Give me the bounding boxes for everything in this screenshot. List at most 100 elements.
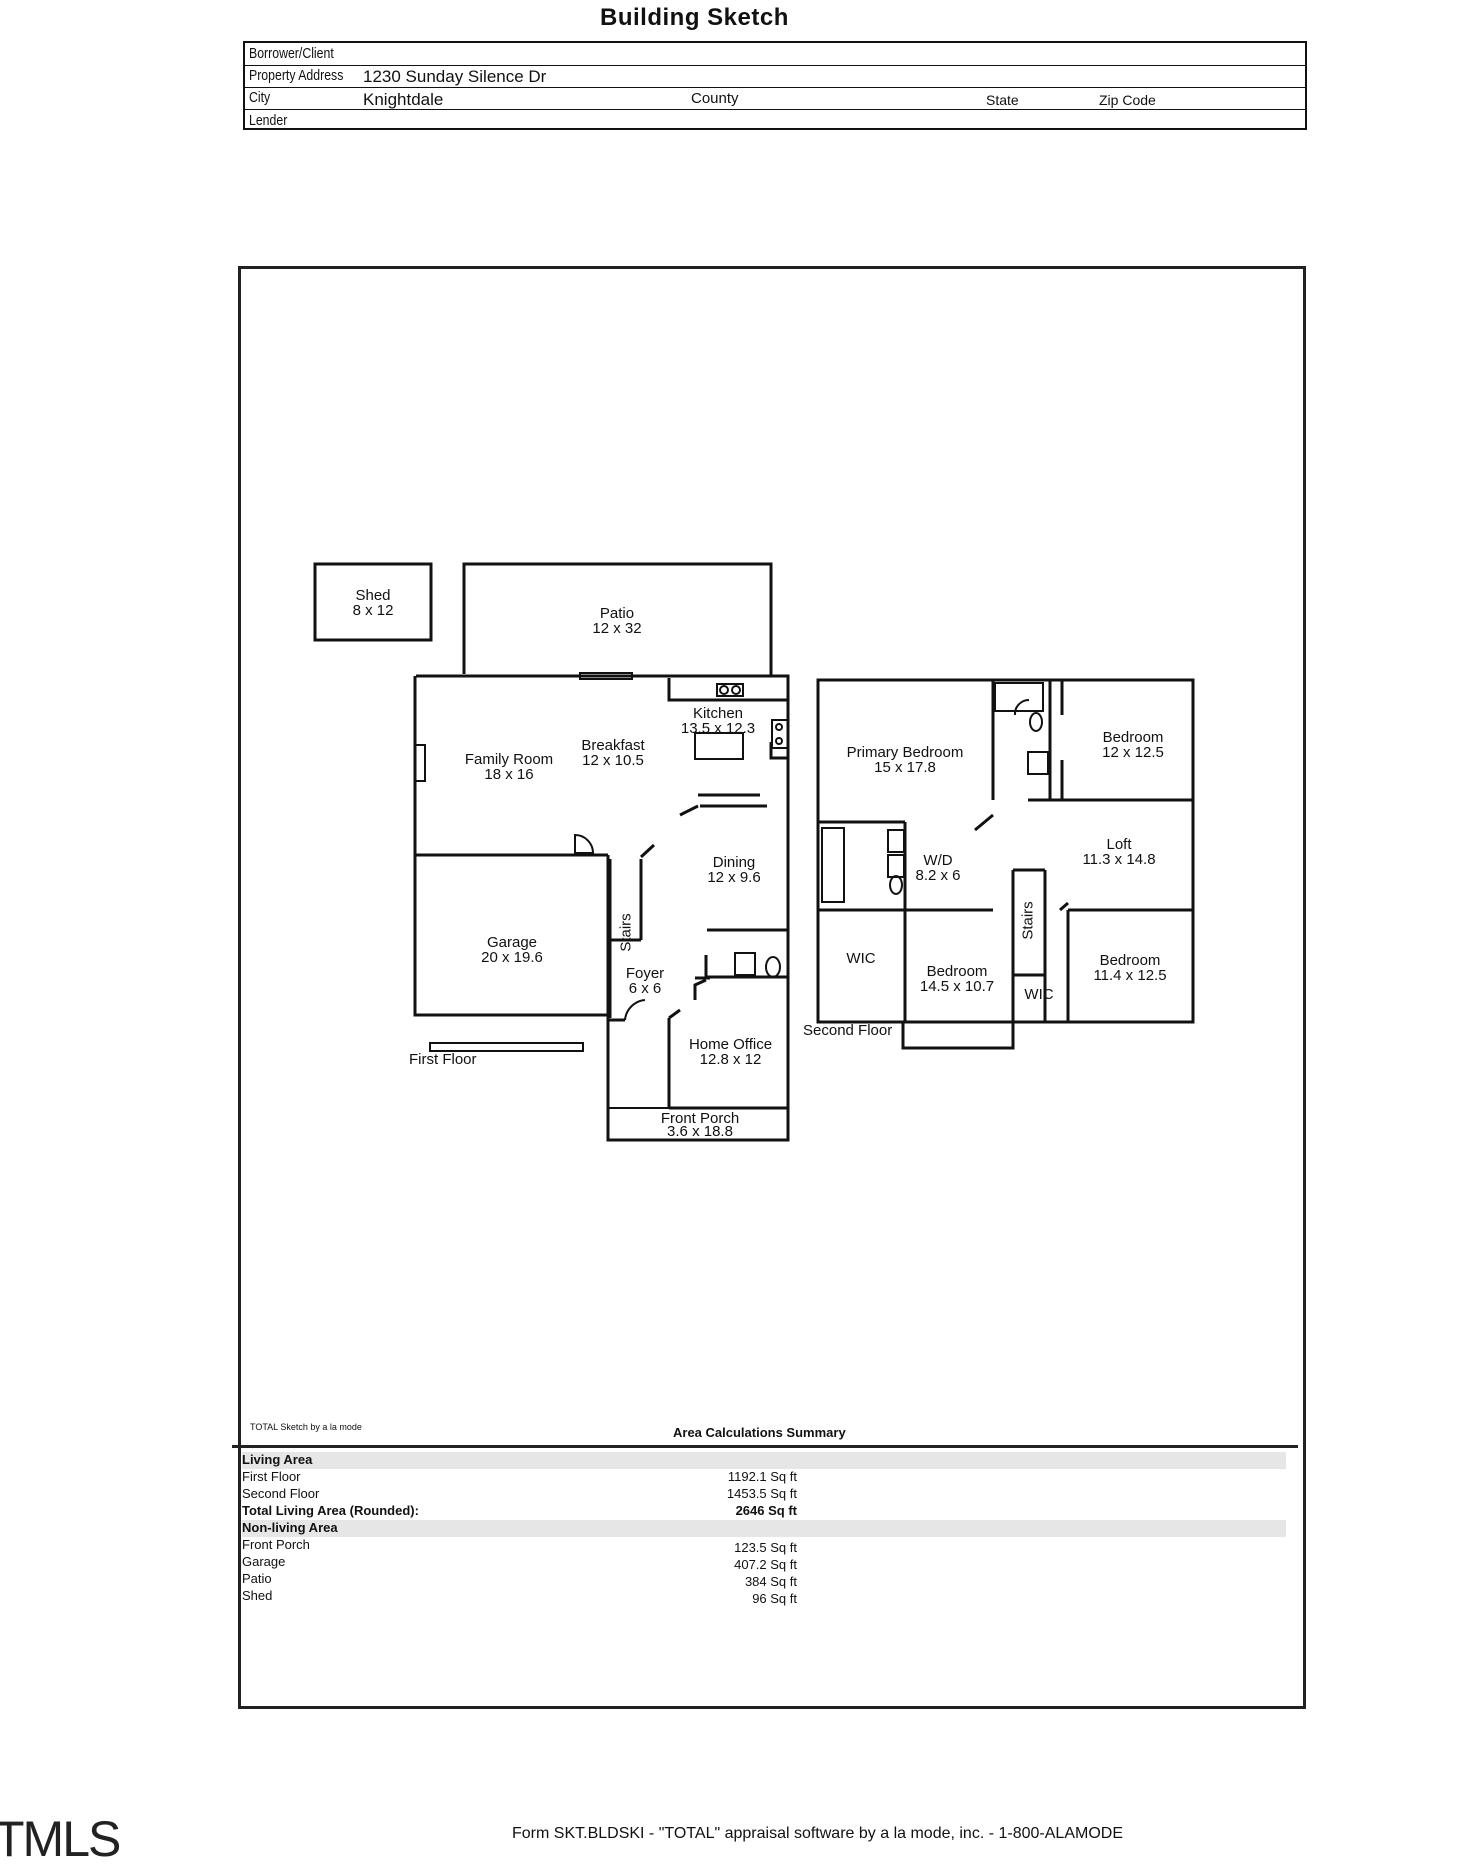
- room-wic-1: WIC: [846, 950, 876, 967]
- summary-title: Area Calculations Summary: [673, 1425, 846, 1440]
- patio-dims: 12 x 32: [592, 620, 642, 637]
- software-note: TOTAL Sketch by a la mode: [250, 1422, 362, 1432]
- lender-label: Lender: [249, 112, 288, 129]
- garage-name: Garage: [486, 934, 538, 951]
- room-front-porch: Front Porch 3.6 x 18.8: [650, 1110, 750, 1139]
- office-dims: 12.8 x 12: [699, 1051, 762, 1068]
- area-summary: Living Area First Floor 1192.1 Sq ft Sec…: [232, 1445, 1298, 1706]
- form-footer: Form SKT.BLDSKI - "TOTAL" appraisal soft…: [512, 1825, 1123, 1842]
- family-name: Family Room: [464, 751, 554, 768]
- room-primary-bedroom: Primary Bedroom 15 x 17.8: [830, 745, 980, 775]
- borrower-row: Borrower/Client: [245, 43, 1305, 66]
- summary-row: Shed 96 Sq ft: [242, 1588, 1286, 1606]
- second-floor-area-value: 1453.5 Sq ft: [726, 1486, 797, 1501]
- bed4-name: Bedroom: [1099, 952, 1161, 969]
- room-garage: Garage 20 x 19.6: [462, 935, 562, 965]
- second-floor-label: Second Floor: [803, 1022, 893, 1039]
- room-wic-2: WIC: [1024, 986, 1054, 1003]
- kitchen-name: Kitchen: [692, 705, 744, 722]
- room-shed: Shed 8 x 12: [333, 588, 413, 618]
- patio-name: Patio: [599, 605, 635, 622]
- foyer-dims: 6 x 6: [628, 980, 662, 997]
- state-label: State: [986, 92, 1019, 108]
- zip-label: Zip Code: [1099, 92, 1156, 108]
- first-floor-fixtures: [414, 672, 789, 1052]
- garage-dims: 20 x 19.6: [481, 949, 543, 966]
- nonliving-header-row: Non-living Area: [242, 1520, 1286, 1537]
- foyer-name: Foyer: [625, 965, 665, 982]
- second-floor-fixtures: [821, 682, 1049, 903]
- breakfast-dims: 12 x 10.5: [582, 752, 644, 769]
- summary-row: Patio 384 Sq ft: [242, 1571, 1286, 1589]
- second-floor-outline: [816, 678, 1195, 1024]
- kitchen-dims: 13.5 x 12.3: [680, 720, 756, 737]
- room-dining: Dining 12 x 9.6: [684, 855, 784, 885]
- garage-area-label: Garage: [242, 1554, 286, 1569]
- porch-name: Front Porch: [660, 1110, 740, 1127]
- total-value: 2646 Sq ft: [735, 1503, 797, 1518]
- porch-area-value: 123.5 Sq ft: [734, 1540, 797, 1555]
- garage-area-value: 407.2 Sq ft: [734, 1557, 797, 1572]
- first-floor-label: First Floor: [409, 1051, 477, 1068]
- shed-dims: 8 x 12: [352, 602, 394, 619]
- second-floor-walls: [816, 678, 1195, 1050]
- second-floor-area-label: Second Floor: [242, 1486, 320, 1501]
- porch-area-label: Front Porch: [242, 1537, 310, 1552]
- room-kitchen: Kitchen 13.5 x 12.3: [668, 706, 768, 736]
- dining-dims: 12 x 9.6: [707, 869, 761, 886]
- living-header-row: Living Area: [242, 1452, 1286, 1469]
- shed-area-value: 96 Sq ft: [752, 1591, 797, 1606]
- first-floor-area-label: First Floor: [242, 1469, 301, 1484]
- room-home-office: Home Office 12.8 x 12: [673, 1037, 788, 1067]
- city-value: Knightdale: [363, 90, 444, 109]
- room-breakfast: Breakfast 12 x 10.5: [563, 738, 663, 768]
- header-table: Borrower/Client Property Address 1230 Su…: [243, 41, 1307, 130]
- address-label: Property Address: [249, 67, 344, 84]
- wd-dims: 8.2 x 6: [915, 867, 961, 884]
- city-label: City: [249, 89, 271, 106]
- address-row: Property Address 1230 Sunday Silence Dr: [245, 65, 1305, 88]
- primary-name: Primary Bedroom: [846, 744, 964, 761]
- primary-dims: 15 x 17.8: [874, 759, 936, 776]
- summary-row: Garage 407.2 Sq ft: [242, 1554, 1286, 1572]
- patio-area-value: 384 Sq ft: [744, 1574, 797, 1589]
- room-loft: Loft 11.3 x 14.8: [1069, 837, 1169, 867]
- room-foyer: Foyer 6 x 6: [605, 966, 685, 996]
- first-floor-walls: [313, 562, 790, 1142]
- loft-dims: 11.3 x 14.8: [1082, 851, 1156, 868]
- bed4-dims: 11.4 x 12.5: [1093, 967, 1167, 984]
- office-name: Home Office: [688, 1036, 773, 1053]
- room-wd: W/D 8.2 x 6: [903, 853, 973, 883]
- breakfast-name: Breakfast: [581, 737, 645, 754]
- room-bedroom-3: Bedroom 14.5 x 10.7: [907, 964, 1007, 994]
- shed-outline: [313, 562, 433, 642]
- summary-row: Second Floor 1453.5 Sq ft: [242, 1486, 1286, 1503]
- room-bedroom-2: Bedroom 12 x 12.5: [1083, 730, 1183, 760]
- room-patio: Patio 12 x 32: [567, 606, 667, 636]
- city-row: City Knightdale County State Zip Code: [245, 87, 1305, 110]
- page-title: Building Sketch: [600, 4, 789, 31]
- lender-row: Lender: [245, 109, 1305, 131]
- room-family: Family Room 18 x 16: [454, 752, 564, 782]
- bed3-name: Bedroom: [926, 963, 988, 980]
- shed-area-label: Shed: [242, 1588, 273, 1603]
- borrower-label: Borrower/Client: [249, 45, 334, 62]
- sketch-frame: [238, 266, 1306, 1709]
- dining-name: Dining: [712, 854, 756, 871]
- summary-row: Front Porch 123.5 Sq ft: [242, 1537, 1286, 1555]
- room-bedroom-4: Bedroom 11.4 x 12.5: [1080, 953, 1180, 983]
- bed2-dims: 12 x 12.5: [1102, 744, 1164, 761]
- living-header: Living Area: [242, 1452, 313, 1467]
- total-label: Total Living Area (Rounded):: [242, 1503, 419, 1518]
- loft-name: Loft: [1106, 836, 1132, 853]
- patio-outline: [462, 562, 773, 676]
- bed2-name: Bedroom: [1102, 729, 1164, 746]
- first-floor-area-value: 1192.1 Sq ft: [727, 1469, 797, 1484]
- family-dims: 18 x 16: [484, 766, 534, 783]
- bed3-dims: 14.5 x 10.7: [919, 978, 995, 995]
- room-stairs-first: Stairs: [617, 913, 635, 952]
- wd-name: W/D: [923, 852, 953, 869]
- nonliving-header: Non-living Area: [242, 1520, 338, 1535]
- address-value: 1230 Sunday Silence Dr: [363, 67, 547, 86]
